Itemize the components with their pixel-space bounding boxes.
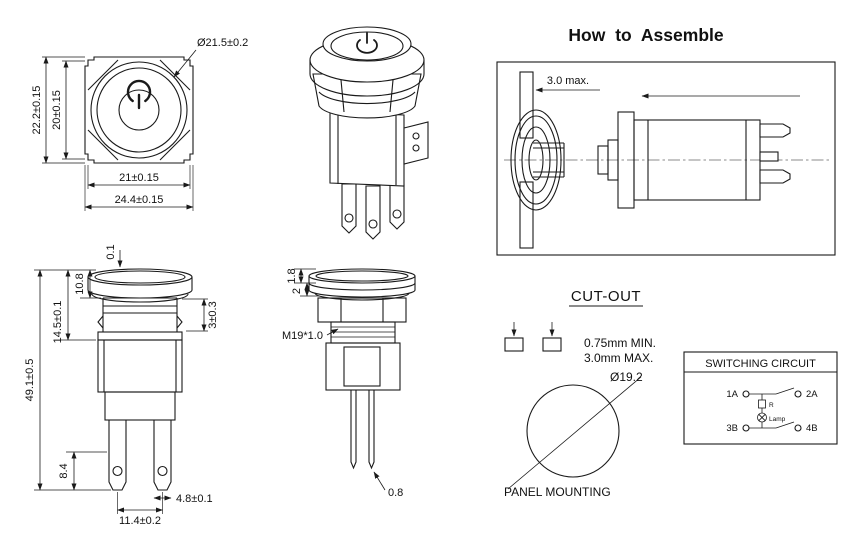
isometric-view <box>309 26 429 240</box>
dim-outer-height: 22.2±0.15 <box>31 86 43 135</box>
terminal-node-4b <box>794 424 802 432</box>
switching-circuit: SWITCHING CIRCUIT 1A 2A 3B 4B R Lamp <box>683 351 838 445</box>
pin-left <box>350 390 357 470</box>
panel-min-label: 0.75mm MIN. <box>584 336 656 350</box>
circuit-frame <box>683 351 838 445</box>
power-symbol-icon <box>356 32 378 54</box>
switch-body <box>329 111 405 187</box>
button-head <box>510 109 565 211</box>
terminal-label-2a: 2A <box>806 389 818 400</box>
circuit-title: SWITCHING CIRCUIT <box>705 358 816 370</box>
resistor-symbol <box>758 399 766 409</box>
switch-body-side <box>597 111 791 209</box>
terminal-node-3b <box>742 424 750 432</box>
dim-hole-diameter: Ø19.2 <box>610 370 643 384</box>
dim-inner-height: 20±0.15 <box>51 90 63 130</box>
housing <box>325 342 401 391</box>
mounting-hole-circle <box>526 384 620 478</box>
bezel-circle <box>90 61 188 159</box>
dim-inner-width: 21±0.15 <box>119 172 159 184</box>
panel-section-right <box>542 337 562 352</box>
panel-section-bottom <box>519 181 534 249</box>
mounting-nut <box>317 297 407 323</box>
panel-section-top <box>519 71 534 139</box>
side-view: 0.1 10.8 14.5±0.1 49.1±0.5 8.4 3±0.3 11.… <box>24 244 219 527</box>
terminal-left <box>108 420 127 491</box>
pin-right <box>368 390 375 470</box>
dim-ring-height: 2 <box>291 288 303 294</box>
section-view: 1.8 2 M19*1.0 0.8 <box>282 268 416 499</box>
assembly-view: How to Assemble 3.0 max. <box>496 25 836 256</box>
cutout-title: CUT-OUT <box>571 288 641 305</box>
terminal-right <box>153 420 172 491</box>
dim-head-height: 10.8 <box>74 273 86 294</box>
terminal-node-2a <box>794 390 802 398</box>
dim-panel-thickness: 3.0 max. <box>547 75 589 87</box>
thread-spec-label: M19*1.0 <box>282 330 323 342</box>
dim-terminal-pitch: 11.4±0.2 <box>119 515 161 527</box>
terminal-label-4b: 4B <box>806 423 818 434</box>
power-symbol-icon <box>126 79 152 110</box>
front-view: 22.2±0.15 20±0.15 21±0.15 24.4±0.15 Ø21.… <box>31 37 248 211</box>
lamp-label: Lamp <box>769 416 786 423</box>
dim-cap-lip: 0.1 <box>105 244 117 259</box>
dim-rim-height: 1.8 <box>286 268 298 283</box>
dim-head-to-flange: 14.5±0.1 <box>52 301 64 344</box>
circuit-wiring <box>749 387 795 429</box>
assembly-title: How to Assemble <box>568 25 723 45</box>
assembly-frame <box>496 61 836 256</box>
dim-flange-thickness: 3±0.3 <box>207 301 219 328</box>
cutout-view: CUT-OUT 0.75mm MIN. 3.0mm MAX. Ø19.2 PAN… <box>504 288 656 499</box>
housing <box>97 339 183 421</box>
terminal-label-1a: 1A <box>726 389 738 400</box>
panel-max-label: 3.0mm MAX. <box>584 351 653 365</box>
threaded-bushing <box>330 321 396 344</box>
dim-outer-width: 24.4±0.15 <box>115 194 164 206</box>
cutout-caption: PANEL MOUNTING <box>504 485 611 499</box>
resistor-label: R <box>769 402 774 409</box>
dim-cap-diameter: Ø21.5±0.2 <box>197 37 248 49</box>
terminal-node-1a <box>742 390 750 398</box>
dim-pin-width: 0.8 <box>388 487 403 499</box>
threaded-bushing <box>97 297 183 332</box>
terminal-label-3b: 3B <box>726 423 738 434</box>
dim-terminal-width: 4.8±0.1 <box>176 493 213 505</box>
dim-terminal-length: 8.4 <box>58 463 70 478</box>
panel-section-left <box>504 337 524 352</box>
mounting-flange-outline <box>84 56 194 164</box>
flange <box>97 331 183 341</box>
dim-total-height: 49.1±0.5 <box>24 359 36 402</box>
